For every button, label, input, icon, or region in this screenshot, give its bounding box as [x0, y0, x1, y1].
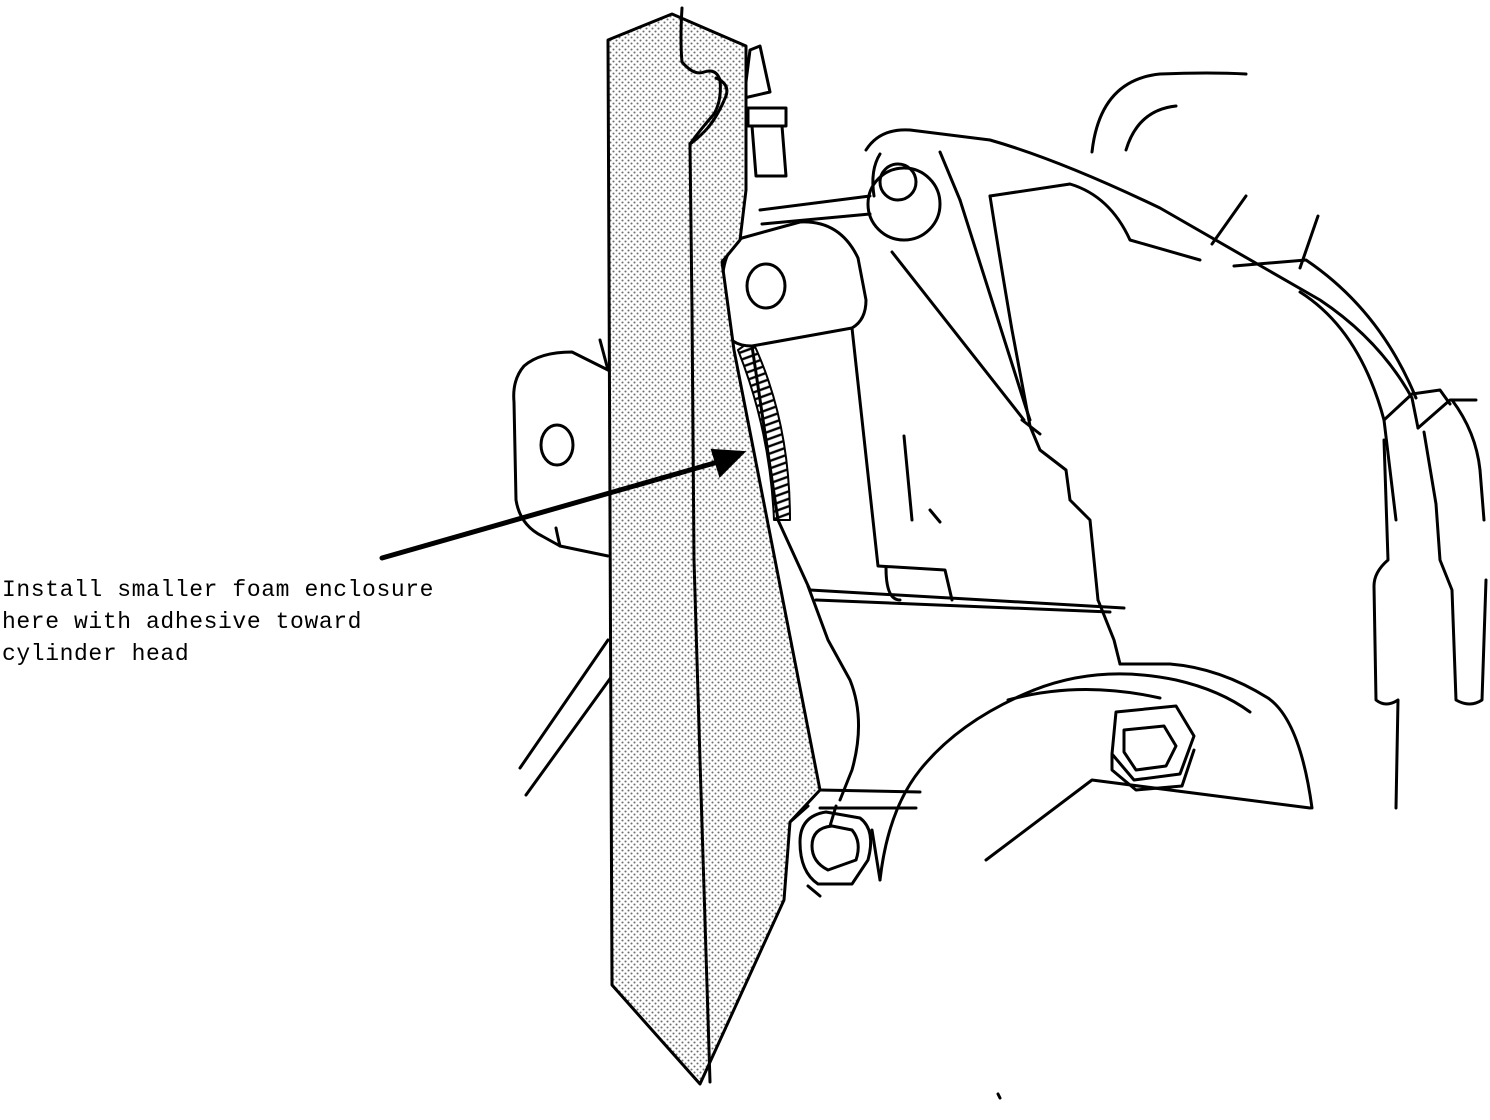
idler-bracket: [720, 220, 954, 602]
stray-mark: [996, 1092, 1002, 1100]
coolant-hose: [1090, 71, 1488, 810]
foam-enclosure-strip: [606, 6, 822, 1086]
callout-text: Install smaller foam enclosure here with…: [2, 574, 562, 670]
hex-bolt-right: [1110, 704, 1196, 792]
upper-housing: [864, 128, 1420, 602]
lower-left-rods: [518, 638, 614, 797]
hex-bolt-bottom: [798, 804, 873, 898]
callout-arrow: [379, 448, 747, 561]
callout-line-2: here with adhesive toward: [2, 609, 363, 635]
valve-cover: [788, 584, 1314, 882]
left-mounting-bracket: [512, 338, 610, 558]
callout-line-1: Install smaller foam enclosure: [2, 577, 435, 603]
top-connector-bolt: [742, 44, 872, 226]
callout-line-3: cylinder head: [2, 641, 190, 667]
